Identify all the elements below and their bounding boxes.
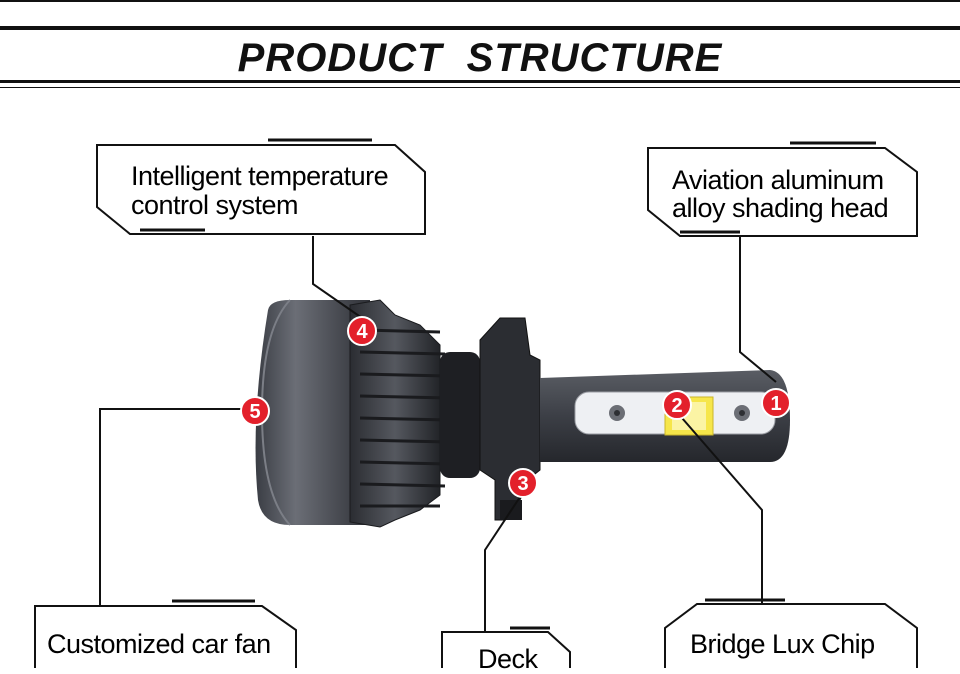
line-fan <box>99 408 243 605</box>
box-deck <box>441 631 571 668</box>
markers: 1 2 3 4 5 <box>240 316 791 498</box>
marker-3: 3 <box>508 468 538 498</box>
marker-5: 5 <box>240 396 270 426</box>
box-chip <box>664 603 918 668</box>
callout-lines <box>99 236 777 632</box>
led-bulb-illustration <box>255 299 790 528</box>
label-car-fan: Customized car fan <box>47 629 271 659</box>
line-temperature <box>312 236 363 319</box>
marker-2-label: 2 <box>671 395 682 417</box>
box-temperature <box>96 144 426 235</box>
box-shading-head <box>647 147 918 237</box>
line-chip <box>681 417 763 603</box>
line-shading-head <box>739 236 777 383</box>
label-temperature-line1: Intelligent temperature <box>131 161 389 191</box>
label-deck: Deck <box>478 644 538 674</box>
marker-5-label: 5 <box>249 401 260 423</box>
marker-4-label: 4 <box>356 321 368 343</box>
page-title: PRODUCT STRUCTURE <box>237 36 723 80</box>
label-shading-head-line2: alloy shading head <box>672 193 889 223</box>
marker-4: 4 <box>347 316 377 346</box>
marker-1-label: 1 <box>770 393 781 415</box>
marker-1: 1 <box>761 388 791 418</box>
callout-boxes <box>34 144 918 668</box>
label-temperature-line2: control system <box>131 190 299 220</box>
top-rule-2 <box>0 26 960 30</box>
line-deck <box>484 496 521 632</box>
label-shading-head-line1: Aviation aluminum <box>672 165 884 195</box>
title-rule-bottom <box>0 80 960 83</box>
marker-3-label: 3 <box>517 473 528 495</box>
title-rule-bottom-thin <box>0 87 960 88</box>
top-rule-1 <box>0 0 960 2</box>
marker-2: 2 <box>662 390 692 420</box>
label-chip: Bridge Lux Chip <box>690 629 875 659</box>
box-accents <box>140 138 876 630</box>
